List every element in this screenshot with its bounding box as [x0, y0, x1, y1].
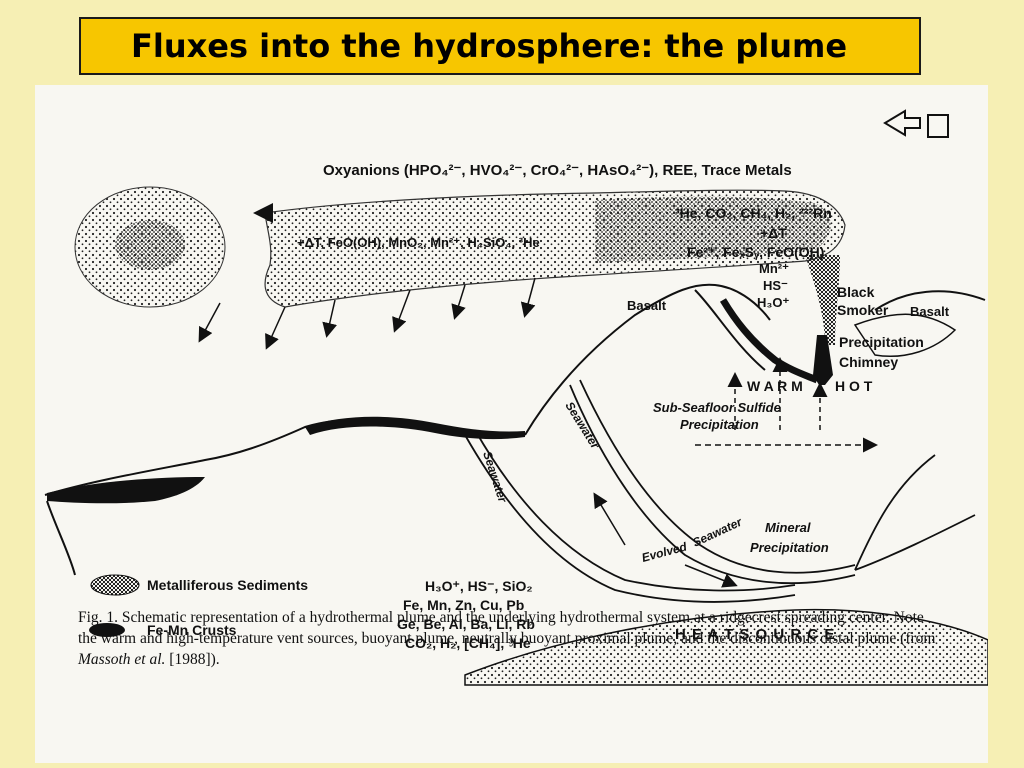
plume-gases-label: ³He, CO₂, CH₄, H₂, ²²²Rn — [675, 205, 832, 221]
direction-arrow-icon — [883, 109, 949, 138]
legend: Metalliferous Sediments Fe-Mn Crusts — [89, 574, 308, 638]
plume-hs-label: HS⁻ — [763, 278, 788, 293]
fe-mn-crusts-swatch — [89, 623, 125, 637]
figure-panel: Oxyanions (HPO₄²⁻, HVO₄²⁻, CrO₄²⁻, HAsO₄… — [35, 85, 988, 763]
mineral-label-1: Mineral — [765, 520, 811, 535]
vent-fluid-line-2: Fe, Mn, Zn, Cu, Pb — [403, 597, 524, 613]
vent-fluid-line-4: CO₂, H₂, [CH₄], ³He — [405, 635, 531, 651]
seawater-recharge-path — [464, 379, 976, 603]
plume-diagram: Oxyanions (HPO₄²⁻, HVO₄²⁻, CrO₄²⁻, HAsO₄… — [44, 109, 988, 686]
basalt-label-left: Basalt — [627, 298, 667, 313]
warm-label: W A R M — [747, 378, 803, 394]
black-smoker-label-2: Smoker — [837, 302, 889, 318]
caption-italic-citation: Massoth et al. — [78, 651, 166, 668]
heat-source-mound — [464, 608, 988, 686]
ridge-outline — [524, 283, 771, 436]
black-smoker-label-1: Black — [837, 284, 875, 300]
hot-label: H O T — [835, 378, 873, 394]
subseafloor-label-2: Precipitation — [680, 417, 759, 432]
seawater-label-1: Seawater — [562, 399, 603, 452]
metalliferous-sediments-swatch — [90, 574, 140, 596]
precipitation-label: Precipitation — [839, 334, 924, 350]
plume-h3o-label: H₃O⁺ — [757, 295, 790, 310]
caption-suffix: [1988]). — [165, 651, 220, 668]
legend-label-crusts: Fe-Mn Crusts — [147, 622, 237, 638]
plume-temp-label: +ΔT — [760, 225, 787, 241]
figure-caption: Fig. 1. Schematic representation of a hy… — [78, 607, 938, 670]
oxyanions-label: Oxyanions (HPO₄²⁻, HVO₄²⁻, CrO₄²⁻, HAsO₄… — [323, 162, 792, 179]
evolved-label: Evolved — [640, 539, 689, 565]
seawater-label-3: Seawater — [690, 514, 745, 550]
caption-text: Fig. 1. Schematic representation of a hy… — [78, 609, 936, 647]
plume-mn-label: Mn²⁺ — [759, 261, 789, 276]
plume-iron-label: Fe²⁺, FeₓSᵧ, FeO(OH) — [687, 244, 824, 260]
plume-left-label: +ΔT, FeO(OH), MnO₂, Mn²⁺, H₄SiO₄, ³He — [297, 235, 540, 250]
chimney-label: Chimney — [839, 354, 898, 370]
metalliferous-sediment-left — [47, 477, 205, 504]
legend-label-sediments: Metalliferous Sediments — [147, 577, 308, 593]
mineral-label-2: Precipitation — [750, 540, 829, 555]
basalt-label-right: Basalt — [910, 304, 950, 319]
black-smoker-chimney — [813, 335, 833, 385]
heat-source-label: H E A T S O U R C E — [675, 626, 835, 643]
subseafloor-label-1: Sub-Seafloor Sulfide — [653, 400, 781, 415]
vent-fluid-line-3: Ge, Be, Al, Ba, Li, Rb — [397, 616, 535, 632]
buoyant-plume-stem — [805, 255, 840, 345]
title-banner: Fluxes into the hydrosphere: the plume — [79, 17, 921, 75]
page-title: Fluxes into the hydrosphere: the plume — [131, 27, 848, 65]
vent-fluid-line-1: H₃O⁺, HS⁻, SiO₂ — [425, 578, 533, 594]
